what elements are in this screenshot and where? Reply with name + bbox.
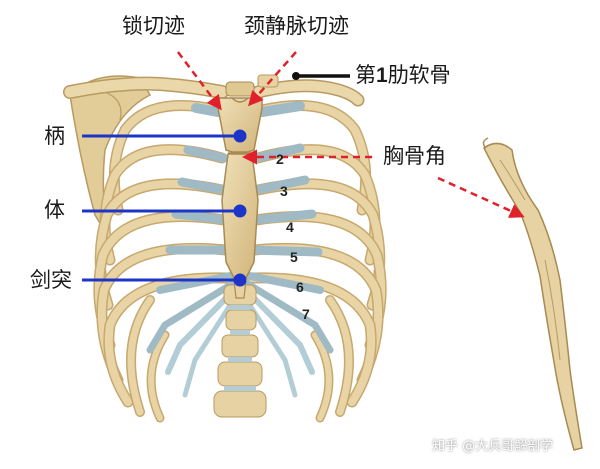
- vertebral-column: [213, 284, 267, 418]
- watermark: 知乎 @大兵哥解剖学: [432, 439, 554, 454]
- right-ribs: [241, 100, 387, 423]
- red-dashed-pointers: [177, 51, 525, 218]
- label-sternal-angle: 胸骨角: [383, 144, 446, 168]
- label-first-costal-cartilage-num: 1: [376, 64, 388, 87]
- blue-pointers: [82, 129, 247, 287]
- cervical-vertebra: [225, 74, 279, 97]
- label-clavicular-notch: 锁切迹: [122, 14, 185, 38]
- label-body: 体: [44, 198, 65, 222]
- rib-number: 3: [280, 183, 288, 199]
- rib-number: 2: [276, 151, 284, 167]
- label-jugular-notch: 颈静脉切迹: [244, 14, 349, 38]
- label-xiphoid: 剑突: [30, 268, 72, 292]
- label-manubrium: 柄: [44, 124, 65, 148]
- left-ribs: [93, 100, 239, 423]
- scapula: [69, 75, 152, 241]
- first-costal-cartilage-pointer: [292, 72, 350, 80]
- label-first-costal-cartilage: 第1肋软骨: [355, 63, 451, 87]
- rib-number: 6: [296, 279, 304, 295]
- label-first-costal-cartilage-post: 肋软骨: [387, 63, 451, 87]
- isolated-rib: [482, 137, 583, 451]
- clavicles: [63, 76, 365, 107]
- label-first-costal-cartilage-pre: 第: [355, 63, 376, 87]
- pointer-isolated-rib-angle: [437, 176, 525, 218]
- rib-number: 4: [286, 219, 294, 235]
- sternum: [217, 97, 263, 299]
- rib-number: 7: [302, 306, 310, 322]
- rib-number: 5: [290, 249, 298, 265]
